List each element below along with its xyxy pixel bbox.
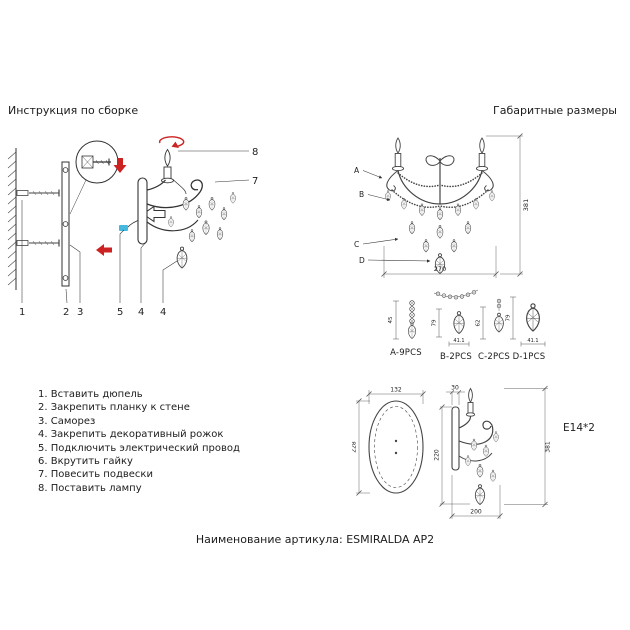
step-1: 1. Вставить дюпель (38, 389, 143, 400)
callout-4a: 4 (138, 307, 144, 318)
step-2: 2. Закрепить планку к стене (38, 402, 190, 414)
dim-228-value: 228 (352, 441, 358, 453)
part-c-dim-h: 62 (476, 320, 482, 327)
part-a: 45 A-9PCS (384, 297, 428, 358)
part-ref-a: A (354, 166, 360, 175)
detail-magnifier (69, 140, 119, 215)
dim-30-value: 30 (451, 385, 459, 392)
hollow-arrow-left-icon (142, 205, 166, 223)
part-d-dim-w: 41.1 (527, 338, 538, 344)
dim-plate-width (366, 390, 426, 404)
callout-5: 5 (117, 307, 123, 318)
dim-height-381 (486, 133, 523, 277)
socket-spec: E14*2 (563, 422, 595, 434)
step-3: 3. Саморез (38, 415, 96, 427)
dim-132-value: 132 (390, 387, 402, 394)
part-c-drawing: 62 (476, 298, 504, 340)
callout-8: 8 (252, 147, 258, 158)
dim-381-value: 381 (522, 199, 530, 211)
part-ref-b: B (359, 190, 364, 199)
part-c: 62 C-2PCS (474, 291, 514, 362)
part-b-drawing: 79 41.1 (432, 289, 479, 347)
part-d: 79 41.1 D-1PCS (505, 285, 553, 362)
dim-381-side-value: 381 (545, 441, 552, 453)
part-d-drawing: 79 41.1 (506, 296, 546, 347)
overall-dimensions-front: A B C D 270 381 (354, 133, 530, 278)
dim-270-value: 270 (434, 265, 446, 273)
assembly-diagram: 1 2 3 5 4 4 7 8 (7, 136, 258, 318)
red-arrow-left-icon (96, 244, 112, 256)
callout-leader-lines (21, 150, 250, 304)
dim-side-width-200 (449, 475, 503, 519)
dim-width-270 (381, 246, 499, 278)
overall-dimensions-views: 132 228 (352, 385, 595, 519)
dim-220-value: 220 (434, 449, 441, 461)
callout-2: 2 (63, 307, 69, 318)
red-arrow-down-icon (113, 158, 127, 173)
chandelier-front (386, 137, 494, 208)
mounting-plank (61, 161, 70, 287)
assembly-steps-list: 1. Вставить дюпель 2. Закрепить планку к… (38, 388, 240, 495)
wall-section (7, 148, 17, 290)
part-d-label: D-1PCS (512, 352, 546, 362)
dim-depth-30 (446, 390, 465, 405)
step-6: 6. Вкрутить гайку (38, 456, 133, 468)
callout-3: 3 (77, 307, 83, 318)
step-5: 5. Подключить электрический провод (38, 442, 240, 454)
red-rotate-arrow-icon (158, 136, 185, 148)
part-label-leaders (362, 170, 431, 263)
part-b-dim-w: 41.1 (453, 338, 464, 344)
part-a-dim-h: 45 (388, 316, 394, 323)
callout-7: 7 (252, 176, 258, 187)
part-b: 79 41.1 B-2PCS (429, 283, 483, 362)
step-4: 4. Закрепить декоративный рожок (38, 429, 224, 441)
sconce-side-view (451, 387, 494, 471)
step-7: 7. Повесить подвески (38, 469, 153, 481)
backplate-front-view (368, 400, 424, 494)
part-b-dim-h: 79 (432, 319, 438, 326)
step-8: 8. Поставить лампу (38, 482, 142, 494)
part-a-drawing: 45 (388, 300, 416, 340)
sconce-body (137, 148, 203, 245)
part-a-label: A-9PCS (390, 348, 422, 358)
part-c-label: C-2PCS (477, 352, 511, 362)
dim-200-value: 200 (470, 509, 482, 516)
part-ref-c: C (354, 240, 359, 249)
article-name: Наименование артикула: ESMIRALDA AP2 (195, 533, 435, 546)
dim-total-height-381 (504, 385, 548, 508)
part-ref-d: D (359, 256, 365, 265)
side-view-crystals (465, 431, 499, 505)
dim-side-height-220 (439, 404, 470, 507)
page-title-left: Инструкция по сборке (8, 104, 139, 117)
dim-plate-height (356, 398, 370, 496)
callout-1: 1 (19, 307, 25, 318)
screws (29, 189, 60, 247)
dowel-pair (16, 190, 29, 246)
part-d-dim-h: 79 (506, 314, 512, 321)
lamp-bulb (164, 148, 171, 167)
page-title-right: Габаритные размеры (493, 104, 617, 117)
part-b-label: B-2PCS (440, 352, 472, 362)
callout-4b: 4 (160, 307, 166, 318)
